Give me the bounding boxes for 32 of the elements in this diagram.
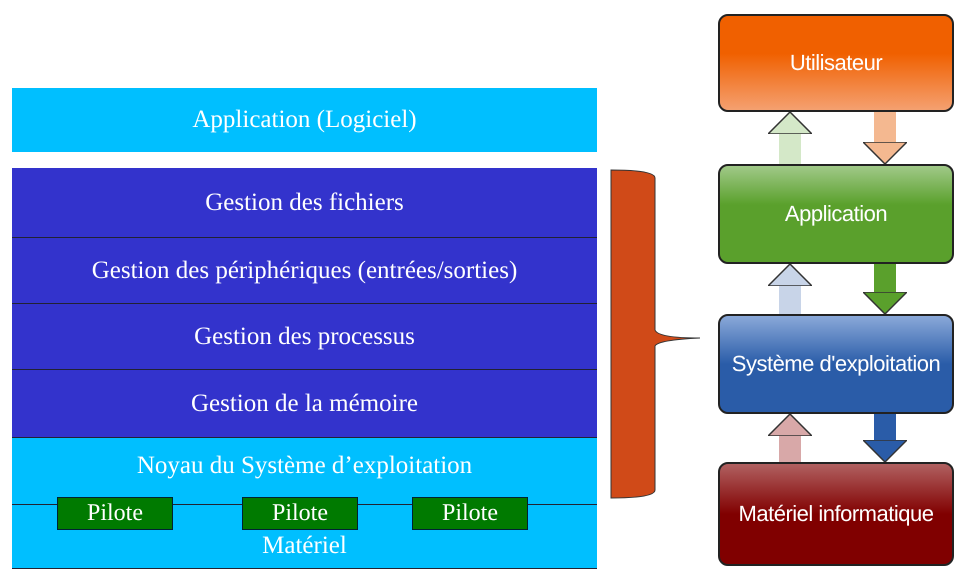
block-arrow bbox=[862, 264, 908, 315]
layer-band bbox=[12, 168, 597, 238]
node-label: Utilisateur bbox=[790, 50, 882, 76]
node-label: Application bbox=[784, 201, 888, 227]
layer-band bbox=[12, 304, 597, 370]
block-arrow bbox=[767, 413, 813, 462]
layer-box bbox=[718, 14, 954, 112]
layer-band bbox=[12, 238, 597, 304]
node-label: Gestion de la mémoire bbox=[190, 390, 418, 418]
node-label: Pilote bbox=[272, 500, 328, 527]
node-label: Matériel bbox=[262, 532, 347, 560]
node-label: Application (Logiciel) bbox=[192, 106, 417, 134]
layer-band bbox=[12, 370, 597, 438]
node-label: Gestion des processus bbox=[194, 322, 415, 350]
node-label: Pilote bbox=[442, 500, 498, 527]
node-label: Système d'exploitation bbox=[732, 351, 940, 377]
node-label: Pilote bbox=[86, 500, 143, 527]
node-label: Gestion des périphériques (entrées/sorties) bbox=[92, 256, 518, 284]
node-label: Noyau du Système d’exploitation bbox=[136, 452, 472, 480]
driver-box bbox=[242, 497, 358, 530]
block-arrow bbox=[767, 111, 813, 164]
layer-band bbox=[12, 438, 597, 505]
driver-box bbox=[412, 497, 528, 530]
layer-box bbox=[718, 164, 954, 264]
layer-box bbox=[718, 314, 954, 414]
layer-box bbox=[718, 462, 954, 566]
block-arrow bbox=[767, 263, 813, 314]
block-arrow bbox=[862, 112, 908, 165]
driver-box bbox=[57, 497, 173, 530]
block-arrow bbox=[862, 414, 908, 463]
node-label: Matériel informatique bbox=[738, 501, 934, 527]
node-label: Gestion des fichiers bbox=[205, 188, 404, 216]
